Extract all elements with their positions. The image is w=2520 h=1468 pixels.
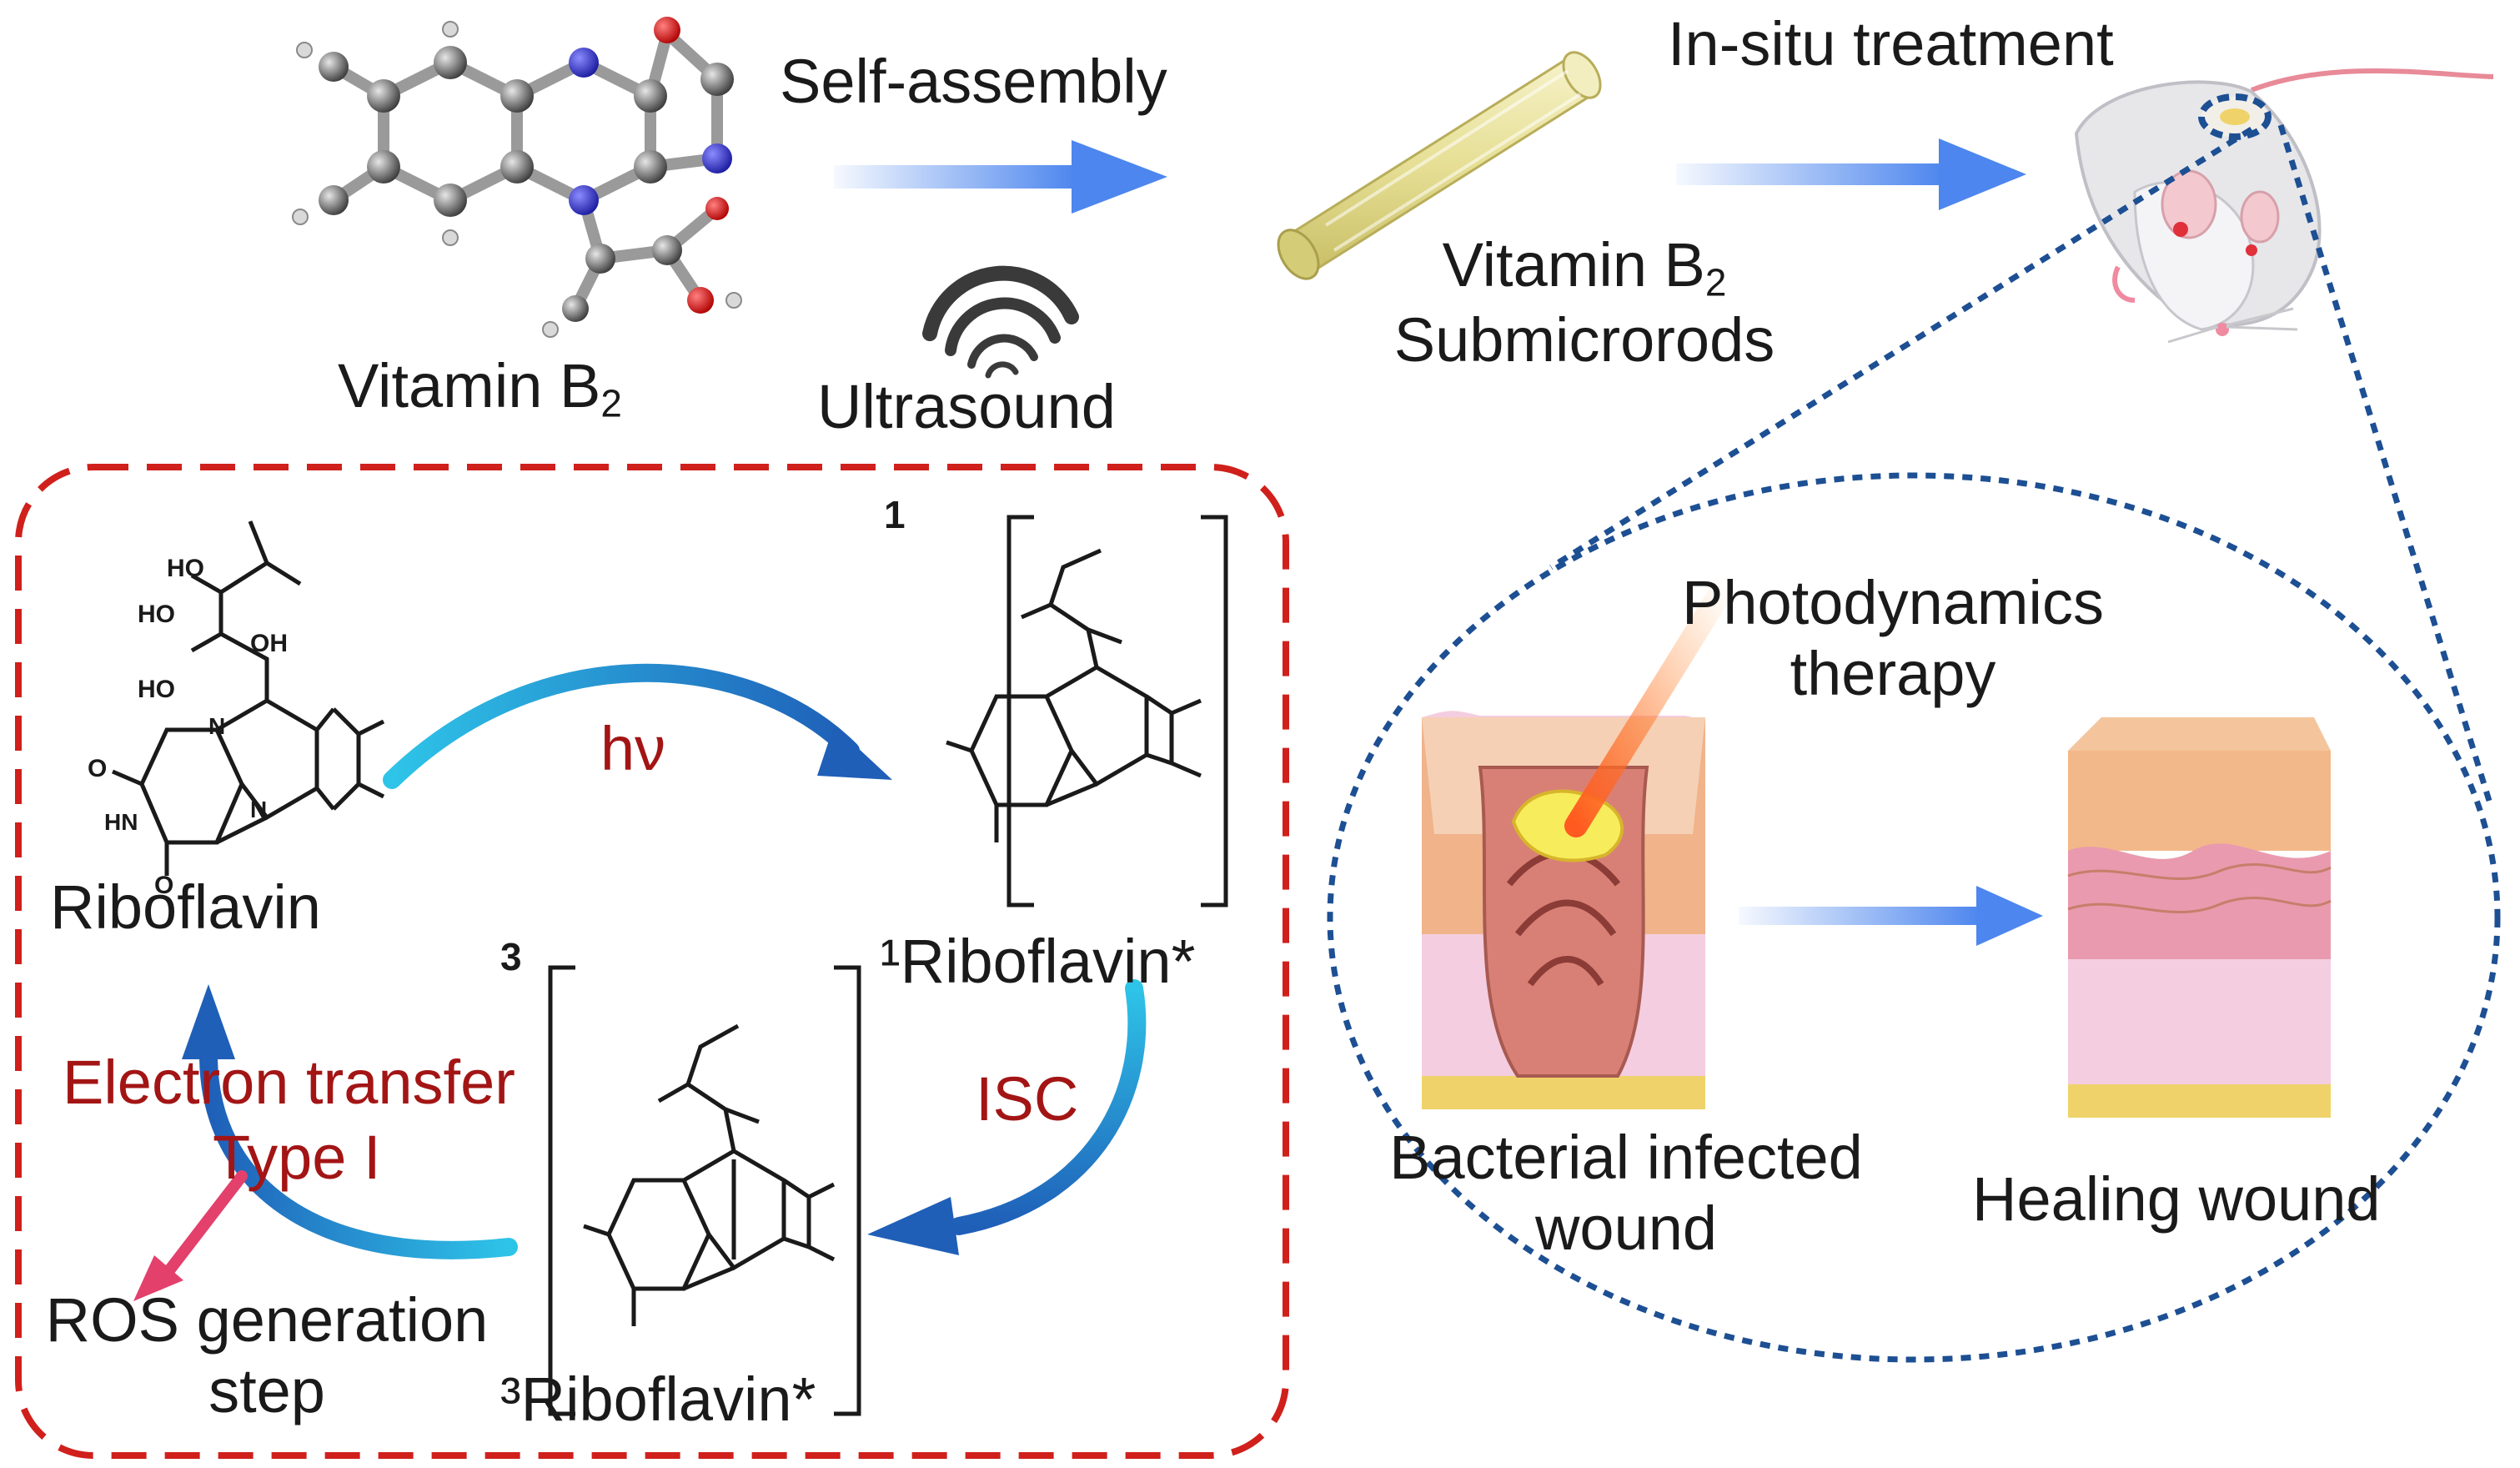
riboflavin-structure	[112, 520, 385, 876]
mouse-icon	[2074, 68, 2494, 344]
atom-oh2: HO	[138, 601, 175, 628]
therapy-progress-arrow	[1739, 886, 2043, 946]
singlet-structure	[946, 515, 1228, 907]
triplet-multiplicity: 3	[500, 935, 522, 978]
type-i-label: Type I	[213, 1123, 381, 1192]
electron-transfer-arrow	[182, 984, 518, 1259]
submicrorods-label: Vitamin B2 Submicrorods	[1393, 230, 1775, 375]
infected-skin-illustration	[1422, 572, 1738, 1109]
zoom-lines	[1549, 123, 2492, 802]
ros-arrow	[133, 1170, 248, 1301]
singlet-multiplicity: 1	[884, 493, 906, 536]
vitamin-b2-label: Vitamin B2	[338, 351, 622, 425]
bacterial-infected-wound-label: Bacterial infected wound	[1389, 1123, 1863, 1263]
atom-o2: O	[154, 872, 174, 899]
photodynamics-therapy-label: Photodynamics therapy	[1682, 568, 2104, 708]
self-assembly-arrow	[834, 140, 1167, 214]
riboflavin-label: Riboflavin	[50, 872, 321, 942]
atom-n1: N	[208, 713, 226, 739]
ros-generation-label: ROS generation step	[45, 1285, 489, 1425]
atom-nh: HN	[104, 809, 138, 835]
ultrasound-label: Ultrasound	[817, 372, 1116, 441]
atom-oh3: HO	[138, 676, 175, 703]
hv-label: hν	[600, 714, 666, 783]
self-assembly-label: Self-assembly	[780, 47, 1167, 116]
submicrorod-icon	[1277, 51, 1602, 280]
isc-label: ISC	[976, 1064, 1079, 1134]
in-situ-arrow	[1676, 138, 2026, 210]
atom-oh1: HO	[167, 555, 204, 582]
atom-oh4: OH	[250, 630, 288, 657]
in-situ-treatment-label: In-situ treatment	[1668, 9, 2114, 78]
isc-arrow	[867, 979, 1147, 1255]
atom-o1: O	[88, 755, 108, 782]
singlet-riboflavin-label: ¹Riboflavin*	[880, 927, 1196, 996]
healing-skin-illustration	[2067, 717, 2332, 1118]
atom-n2: N	[250, 797, 268, 822]
electron-transfer-label: Electron transfer	[63, 1048, 515, 1117]
triplet-riboflavin-label: ³Riboflavin*	[500, 1365, 816, 1434]
mechanism-box	[15, 464, 1289, 1459]
zoom-circle	[1327, 472, 2501, 1363]
healing-wound-label: Healing wound	[1972, 1164, 2381, 1234]
ultrasound-waves-icon	[922, 265, 1079, 379]
excitation-arrow	[383, 663, 892, 789]
vitamin-b2-3d-molecule	[292, 17, 742, 338]
triplet-structure	[548, 965, 861, 1416]
